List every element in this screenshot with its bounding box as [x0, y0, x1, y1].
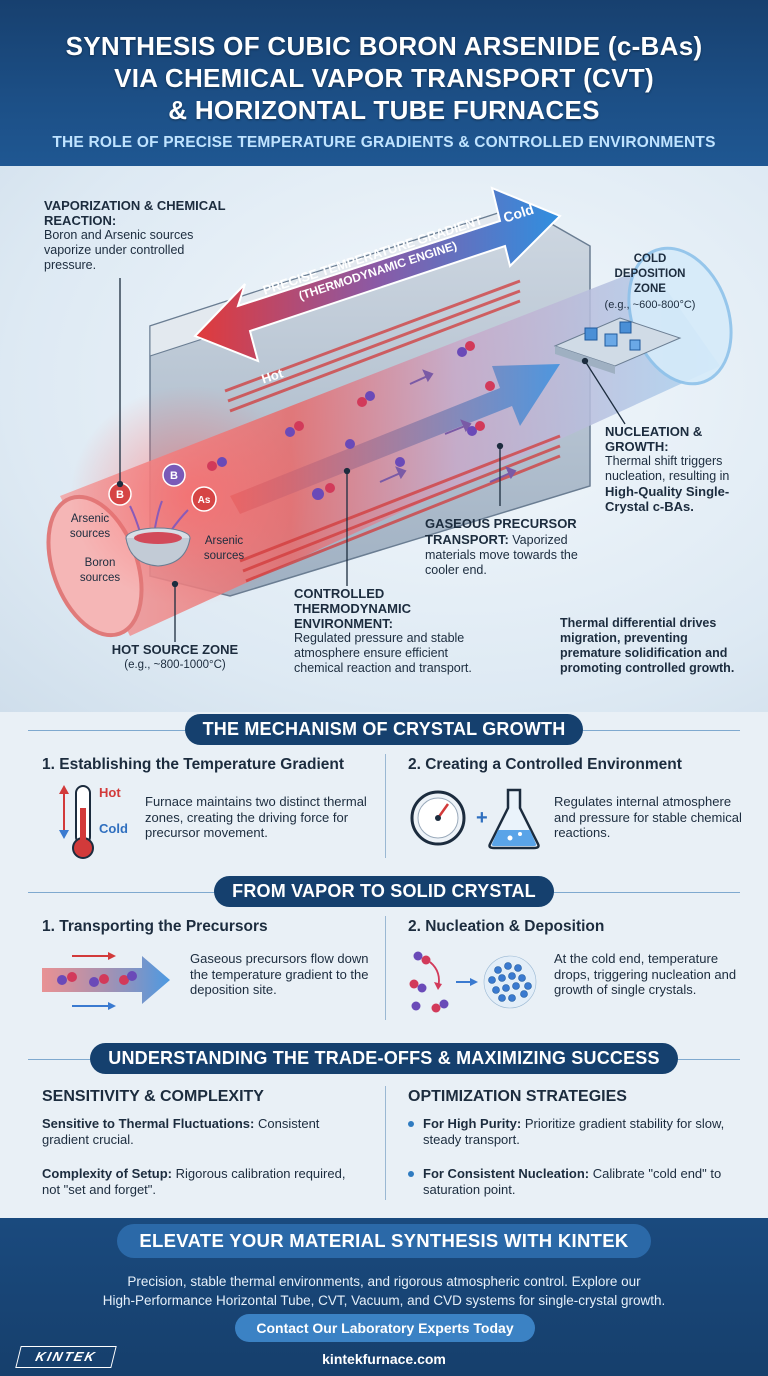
tradeoffs-col1-heading: SENSITIVITY & COMPLEXITY	[42, 1088, 264, 1105]
boron-sources-label: Boron sources	[79, 557, 121, 584]
temperature-gradient-arrow	[193, 186, 562, 363]
header: SYNTHESIS OF CUBIC BORON ARSENIDE (c-BAs…	[0, 0, 768, 166]
arsenic-atom	[191, 486, 217, 512]
thermo-hot-label: Hot	[99, 785, 121, 800]
tradeoff-item-sensitivity: Sensitive to Thermal Fluctuations: Consi…	[42, 1116, 320, 1147]
gaseous-transport-label: GASEOUS PRECURSOR TRANSPORT: Vaporized m…	[425, 516, 578, 577]
page-title: SYNTHESIS OF CUBIC BORON ARSENIDE (c-BAs…	[0, 30, 768, 126]
vapor-section-title: FROM VAPOR TO SOLID CRYSTAL	[0, 876, 768, 907]
cold-zone-label: COLD DEPOSITION ZONE (e.g., ~600-800°C)	[604, 253, 696, 311]
atom-b-center: B	[170, 470, 178, 482]
precursor-flow-icon	[42, 952, 170, 1010]
mechanism-col2-heading: 2. Creating a Controlled Environment	[408, 756, 682, 773]
arsenic-sources-left-label: Arsenic sources	[69, 513, 111, 540]
mechanism-col1-text: Furnace maintains two distinct thermal z…	[145, 794, 367, 840]
nucleation-label: NUCLEATION & GROWTH: Thermal shift trigg…	[605, 424, 730, 514]
contact-experts-button[interactable]: Contact Our Laboratory Experts Today	[235, 1314, 535, 1342]
thermometer-icon	[59, 785, 94, 859]
footer-description: Precision, stable thermal environments, …	[102, 1274, 666, 1308]
controlled-environment-label: CONTROLLED THERMODYNAMIC ENVIRONMENT: Re…	[294, 586, 472, 675]
page-subtitle: THE ROLE OF PRECISE TEMPERATURE GRADIENT…	[52, 134, 716, 151]
nucleation-icon	[409, 951, 537, 1013]
mechanism-col2-text: Regulates internal atmosphere and pressu…	[554, 794, 742, 840]
mechanism-col1-heading: 1. Establishing the Temperature Gradient	[42, 756, 345, 773]
source-crucible	[125, 527, 191, 567]
atom-b-left: B	[116, 489, 124, 501]
svg-text:+: +	[476, 807, 488, 829]
footer: ELEVATE YOUR MATERIAL SYNTHESIS WITH KIN…	[0, 1218, 768, 1376]
heating-elements	[224, 279, 561, 583]
thermo-cold-label: Cold	[99, 821, 128, 836]
tradeoffs-section-title: UNDERSTANDING THE TRADE-OFFS & MAXIMIZIN…	[0, 1043, 768, 1074]
strategy-item-nucleation: For Consistent Nucleation: Calibrate "co…	[423, 1166, 722, 1197]
vapor-col1-heading: 1. Transporting the Precursors	[42, 918, 268, 935]
hot-zone-label: HOT SOURCE ZONE (e.g., ~800-1000°C)	[111, 642, 239, 671]
title-line-1: SYNTHESIS OF CUBIC BORON ARSENIDE (c-BAs…	[65, 31, 703, 61]
precursor-flow-arrow	[230, 364, 560, 514]
vapor-col2-heading: 2. Nucleation & Deposition	[408, 918, 605, 935]
boron-atom-center	[162, 463, 186, 487]
title-line-3: & HORIZONTAL TUBE FURNACES	[168, 95, 600, 125]
vapor-col2-text: At the cold end, temperature drops, trig…	[554, 951, 737, 997]
strategy-item-purity: For High Purity: Prioritize gradient sta…	[423, 1116, 725, 1147]
atom-as: As	[198, 495, 211, 506]
gauge-and-flask-icon: +	[410, 788, 540, 850]
title-line-2: VIA CHEMICAL VAPOR TRANSPORT (CVT)	[114, 63, 654, 93]
mechanism-section-title: THE MECHANISM OF CRYSTAL GROWTH	[0, 714, 768, 745]
thermal-differential-label: Thermal differential drives migration, p…	[560, 616, 735, 675]
migration-arrows	[379, 369, 517, 483]
hot-label: Hot	[260, 365, 286, 386]
tradeoffs-col2-heading: OPTIMIZATION STRATEGIES	[408, 1088, 627, 1105]
arsenic-sources-right-label: Arsenic sources	[203, 535, 245, 562]
vapor-col1-text: Gaseous precursors flow down the tempera…	[190, 951, 369, 997]
vaporization-label: VAPORIZATION & CHEMICAL REACTION: Boron …	[44, 198, 226, 272]
tradeoff-item-complexity: Complexity of Setup: Rigorous calibratio…	[42, 1166, 346, 1197]
precursor-molecules	[207, 341, 495, 500]
cta-heading: ELEVATE YOUR MATERIAL SYNTHESIS WITH KIN…	[0, 1224, 768, 1258]
furnace-diagram: PRECISE TEMPERATURE GRADIENT (THERMODYNA…	[0, 166, 768, 712]
furnace-illustration: PRECISE TEMPERATURE GRADIENT (THERMODYNA…	[46, 186, 733, 642]
website-link[interactable]: kintekfurnace.com	[322, 1351, 446, 1367]
